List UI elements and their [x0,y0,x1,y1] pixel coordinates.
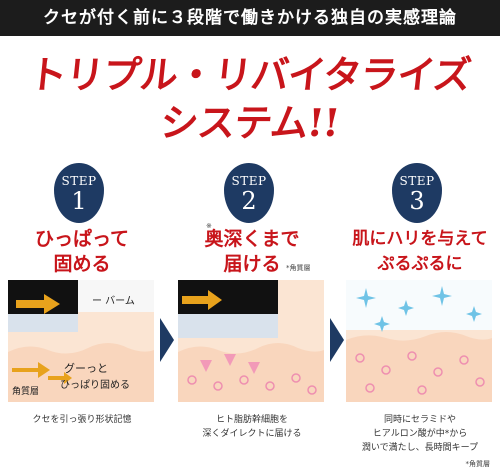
action-label-1: グーっと [64,362,108,375]
step-3-illustration [346,280,492,402]
step-2-caption: ヒト脂肪幹細胞を深くダイレクトに届ける [202,415,302,439]
step-3-note: *角質層 [465,460,491,468]
step-1-column: STEP 1 ひっぱって固める ー バーム 角質層 グーっと ひっぱり固める ク… [8,155,156,465]
step-label: STEP [61,174,97,188]
action-label-2: ひっぱり固める [60,380,130,391]
step-1-badge: STEP 1 [54,163,104,223]
step-3-caption: 同時にセラミドやヒアルロン酸が中*から潤いで満たし、長時間キープ [361,415,479,453]
step-1-title: ひっぱって固める [34,228,130,275]
top-banner: クセが付く前に３段階で働きかける独自の実感理論 [0,0,500,36]
step-number: 1 [71,187,87,215]
step-3-badge: STEP 3 [392,163,442,223]
stratum-label: 角質層 [12,387,40,397]
step-3-column: STEP 3 肌にハリを与えてぷるぷるに 同時にセラミドやヒアルロン酸が中*か [346,155,494,468]
step-3-title: 肌にハリを与えてぷるぷるに [352,229,488,274]
headline-line1: トリプル・リバイタライズ [26,52,473,97]
balm-label: ー バーム [92,296,135,307]
step-1-caption: クセを引っ張り形状記憶 [32,415,132,425]
chevron-right-icon [330,318,344,362]
step-2-mark: ※ [206,222,212,230]
step-2-column: STEP 2 奥深くまで届ける ※ *角質層 ヒト脂肪幹細胞を深くダイレクトに届… [178,155,326,465]
step-1-illustration: ー バーム 角質層 グーっと ひっぱり固める [8,280,154,402]
step-2-title: 奥深くまで届ける [204,228,300,275]
step-2-note: *角質層 [286,264,311,272]
step-2-illustration [178,280,324,402]
chevron-right-icon [160,318,174,362]
step-2-badge: STEP 2 [224,163,274,223]
headline-line2: システム!! [158,100,342,145]
